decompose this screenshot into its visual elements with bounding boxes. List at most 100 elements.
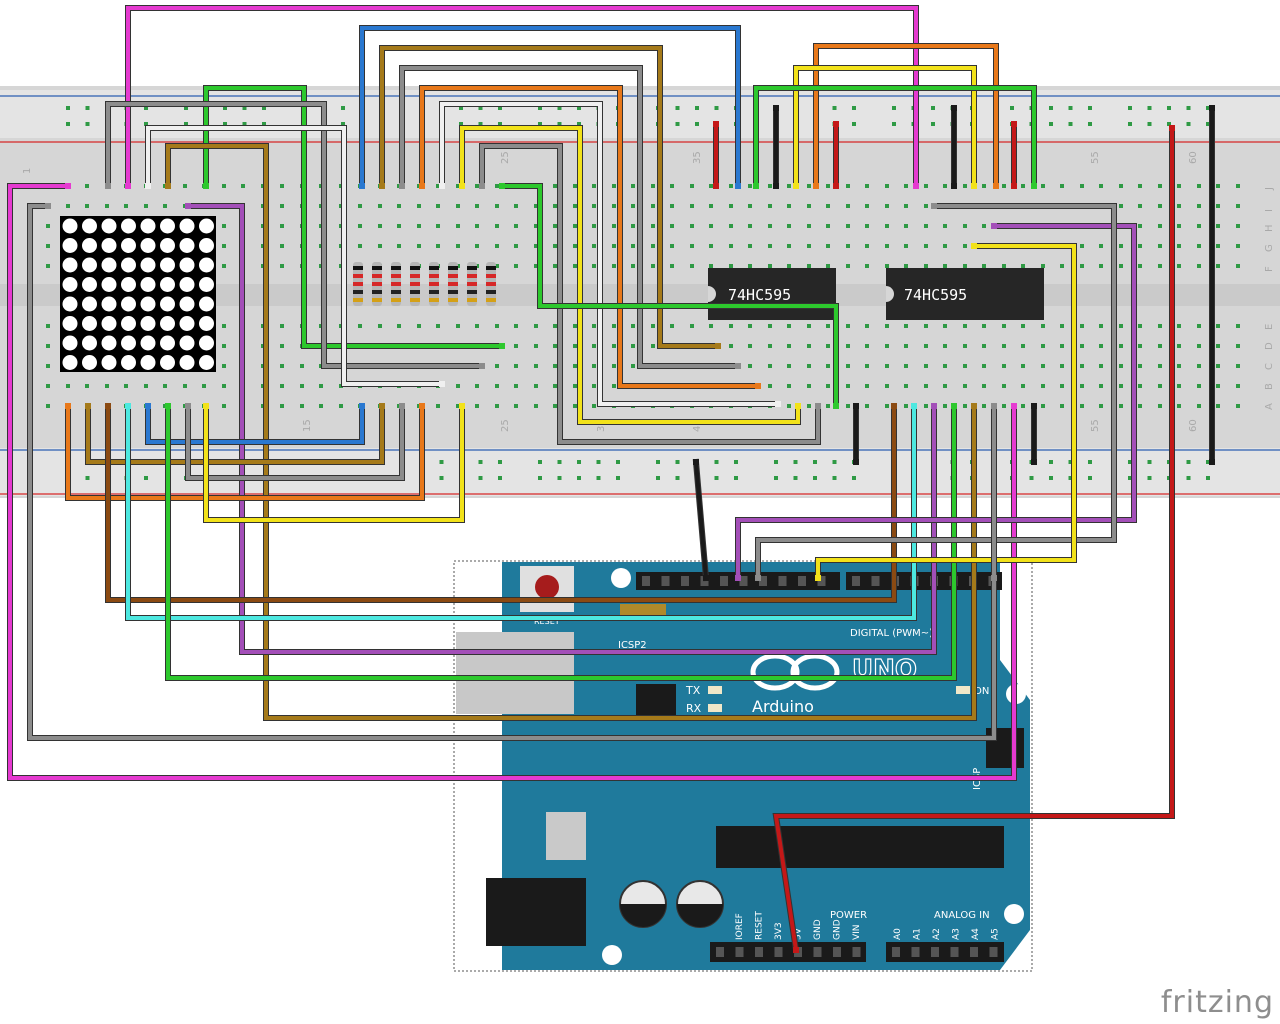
breadboard-hole [417, 224, 421, 228]
breadboard-hole [787, 364, 791, 368]
rail-hole [714, 106, 719, 110]
col-number: 55 [1090, 419, 1101, 432]
col-number: 25 [500, 151, 511, 164]
resistor-band [391, 282, 401, 286]
breadboard-hole [1177, 364, 1181, 368]
matrix-led [101, 238, 117, 253]
breadboard-hole [1236, 404, 1240, 408]
breadboard-hole [1021, 404, 1025, 408]
reset-button-cap [535, 575, 559, 599]
breadboard-hole [495, 404, 499, 408]
breadboard-hole [222, 264, 226, 268]
breadboard-hole [982, 264, 986, 268]
breadboard-hole [807, 404, 811, 408]
breadboard-hole [885, 404, 889, 408]
breadboard-hole [163, 384, 167, 388]
rail-hole [813, 460, 817, 464]
rail-hole [695, 106, 699, 110]
wire [773, 126, 1174, 953]
matrix-led [140, 257, 156, 273]
wire-end [419, 403, 425, 409]
breadboard-hole [924, 244, 928, 248]
breadboard-hole [553, 364, 557, 368]
breadboard-hole [1158, 184, 1162, 188]
breadboard-hole [1216, 344, 1220, 348]
breadboard-hole [46, 384, 50, 388]
rail-hole [498, 122, 502, 126]
rail-hole [832, 460, 837, 464]
breadboard-hole [397, 244, 401, 248]
matrix-led [121, 257, 136, 273]
matrix-led [121, 238, 136, 253]
breadboard-hole [1002, 324, 1006, 328]
wire-end [853, 403, 859, 409]
breadboard-hole [1236, 204, 1240, 208]
breadboard-hole [592, 344, 596, 348]
matrix-led [62, 277, 78, 292]
rail-hole [675, 106, 680, 110]
wire-end [951, 403, 957, 409]
resistor-band [467, 298, 477, 302]
breadboard-hole [1119, 364, 1123, 368]
breadboard-hole [280, 184, 284, 188]
wires [7, 5, 1215, 954]
breadboard-hole [456, 204, 460, 208]
row-letter: I [1264, 209, 1275, 212]
breadboard-hole [1119, 344, 1123, 348]
header-pin [970, 947, 978, 957]
breadboard-hole [1041, 324, 1045, 328]
matrix-led [160, 257, 175, 273]
rail-hole [1186, 460, 1191, 464]
resistor-band [467, 282, 477, 286]
matrix-led [199, 277, 214, 292]
rail-hole [1068, 476, 1073, 480]
analog-pin-label: A5 [991, 928, 1001, 940]
tx-led [708, 686, 722, 694]
power-pin-label: IOREF [735, 913, 745, 940]
icsp2-header [620, 604, 666, 618]
rail-hole [734, 460, 738, 464]
matrix-led [160, 296, 175, 312]
breadboard-hole [690, 324, 694, 328]
breadboard-hole [768, 324, 772, 328]
breadboard-hole [553, 184, 557, 188]
resistor-band [410, 298, 420, 302]
wire [754, 86, 1036, 188]
breadboard-hole [1099, 344, 1103, 348]
breadboard-hole [1158, 224, 1162, 228]
breadboard-hole [358, 324, 362, 328]
breadboard-hole [631, 184, 635, 188]
wire [106, 102, 484, 368]
breadboard-hole [339, 404, 343, 408]
resistor-band [410, 282, 420, 286]
matrix-led [82, 335, 97, 351]
breadboard-hole [495, 384, 499, 388]
wire-end [815, 575, 821, 581]
rail-hole [1068, 122, 1073, 126]
resistor-band [486, 298, 496, 302]
breadboard-hole [787, 384, 791, 388]
breadboard-hole [709, 184, 713, 188]
breadboard-hole [924, 184, 928, 188]
wire-end [853, 459, 859, 465]
wire [146, 126, 444, 386]
header-pin [871, 576, 880, 586]
breadboard-hole [1041, 404, 1045, 408]
breadboard-hole [475, 224, 479, 228]
breadboard-hole [963, 244, 967, 248]
breadboard-hole [1158, 404, 1162, 408]
breadboard-hole [436, 404, 440, 408]
icsp2-label: ICSP2 [618, 640, 647, 651]
rail-hole [1147, 122, 1152, 126]
wire-end [1031, 403, 1037, 409]
breadboard-hole [1060, 404, 1064, 408]
rx-led [708, 704, 722, 712]
breadboard-hole [495, 224, 499, 228]
wire [126, 6, 918, 188]
rail-hole [1049, 122, 1053, 126]
breadboard-hole [1002, 404, 1006, 408]
breadboard-hole [612, 324, 616, 328]
rail-hole [577, 460, 581, 464]
breadboard-hole [1236, 264, 1240, 268]
col-number: 60 [1188, 151, 1199, 164]
